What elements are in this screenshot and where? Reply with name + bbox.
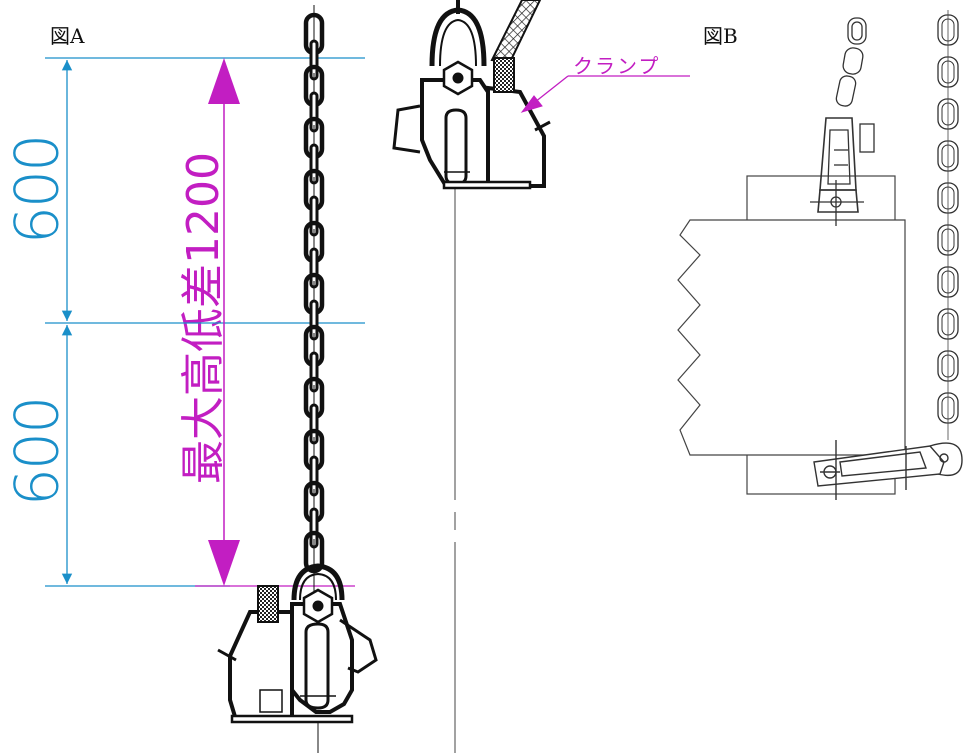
max-difference-dimension xyxy=(208,58,240,586)
clamp-top xyxy=(392,0,551,190)
chain-figure-b xyxy=(937,10,959,440)
chain-figure-a xyxy=(306,5,322,600)
clamp-label: クランプ xyxy=(573,54,661,78)
figure-b-structure xyxy=(677,175,906,495)
clamp-leader xyxy=(520,75,690,113)
lower-clamp-figure-b xyxy=(813,440,963,500)
hanging-chain-figure-b xyxy=(810,17,875,226)
figure-a-label: 図A xyxy=(50,24,85,48)
clamp-bottom xyxy=(217,563,378,753)
figure-b-label: 図B xyxy=(703,24,738,48)
